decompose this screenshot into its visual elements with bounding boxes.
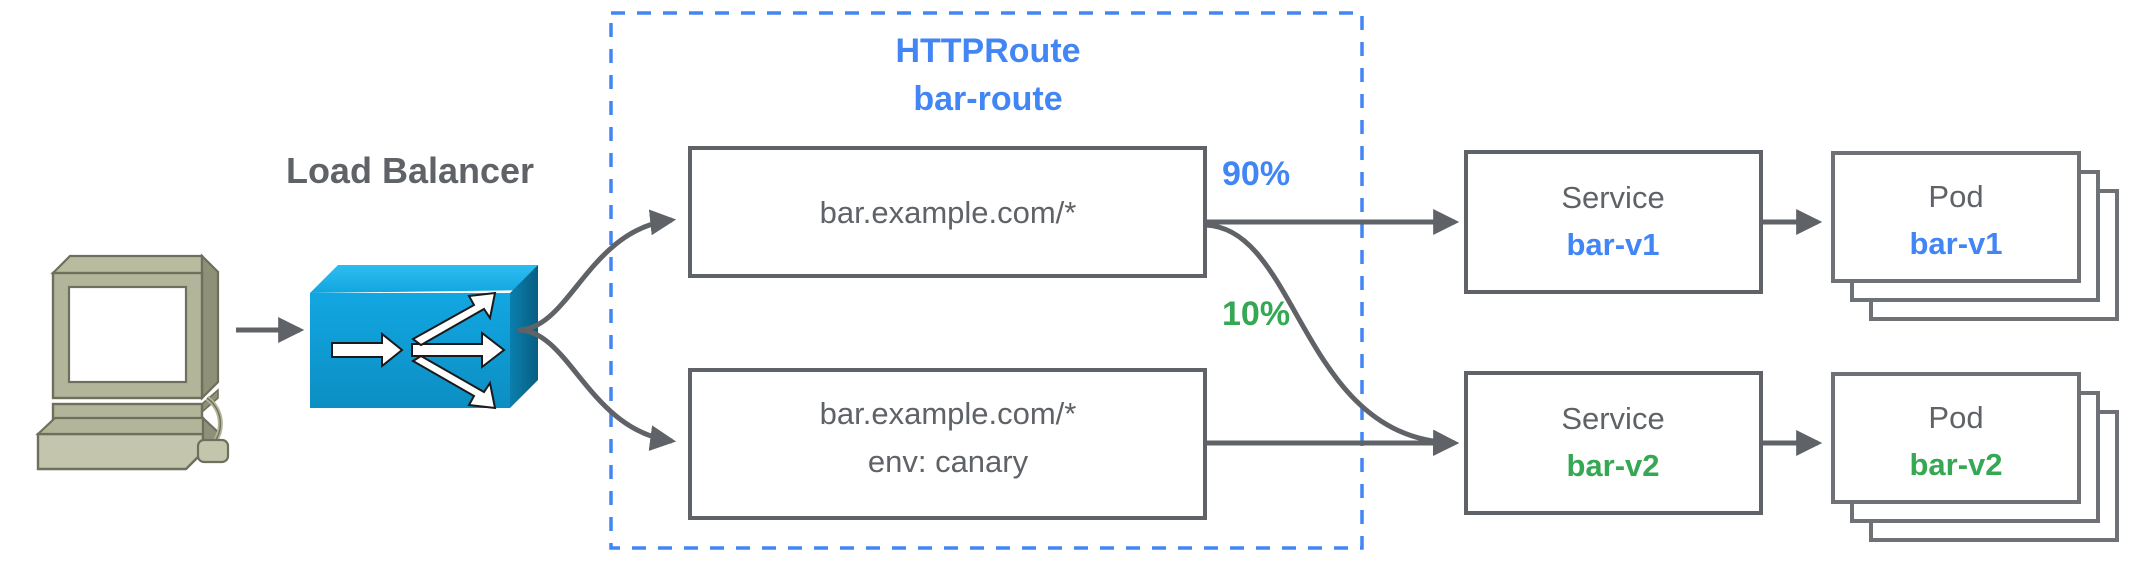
service-v1-name-label: bar-v1: [1566, 227, 1659, 262]
weight-label-90: 90%: [1222, 155, 1290, 193]
pod-v2-kind-label: Pod: [1928, 400, 1983, 435]
load-balancer-icon: [310, 265, 538, 410]
rule-primary-match-label: bar.example.com/*: [820, 195, 1077, 230]
pod-stack-bar-v1[interactable]: [1831, 151, 2119, 321]
pod-v2-name-label: bar-v2: [1909, 447, 2002, 482]
load-balancer-label: Load Balancer: [286, 150, 534, 191]
httproute-name-label: bar-route: [913, 80, 1062, 118]
pod-stack-layer-front: [1831, 151, 2081, 283]
edge-lb-to-rule-canary: [517, 327, 677, 452]
service-v2-name-label: bar-v2: [1566, 448, 1659, 483]
service-v1-kind-label: Service: [1561, 180, 1664, 215]
edge-lb-to-rule-primary: [517, 209, 677, 333]
rule-canary-match-label: bar.example.com/*: [820, 396, 1077, 431]
pod-v1-kind-label: Pod: [1928, 179, 1983, 214]
pod-stack-layer-front: [1831, 372, 2081, 504]
rule-box-canary[interactable]: [688, 368, 1207, 520]
weight-label-10: 10%: [1222, 295, 1290, 333]
rule-canary-header-label: env: canary: [868, 444, 1029, 479]
desktop-computer-icon: [35, 253, 230, 471]
pod-v1-name-label: bar-v1: [1909, 226, 2002, 261]
edge-rule-primary-to-service-v2: [1204, 222, 1460, 456]
httproute-kind-label: HTTPRoute: [895, 32, 1080, 70]
pod-stack-bar-v2[interactable]: [1831, 372, 2119, 542]
service-v2-kind-label: Service: [1561, 401, 1664, 436]
service-box-bar-v2[interactable]: [1464, 371, 1763, 515]
rule-box-primary[interactable]: [688, 146, 1207, 278]
httproute-boundary: [609, 11, 1364, 550]
